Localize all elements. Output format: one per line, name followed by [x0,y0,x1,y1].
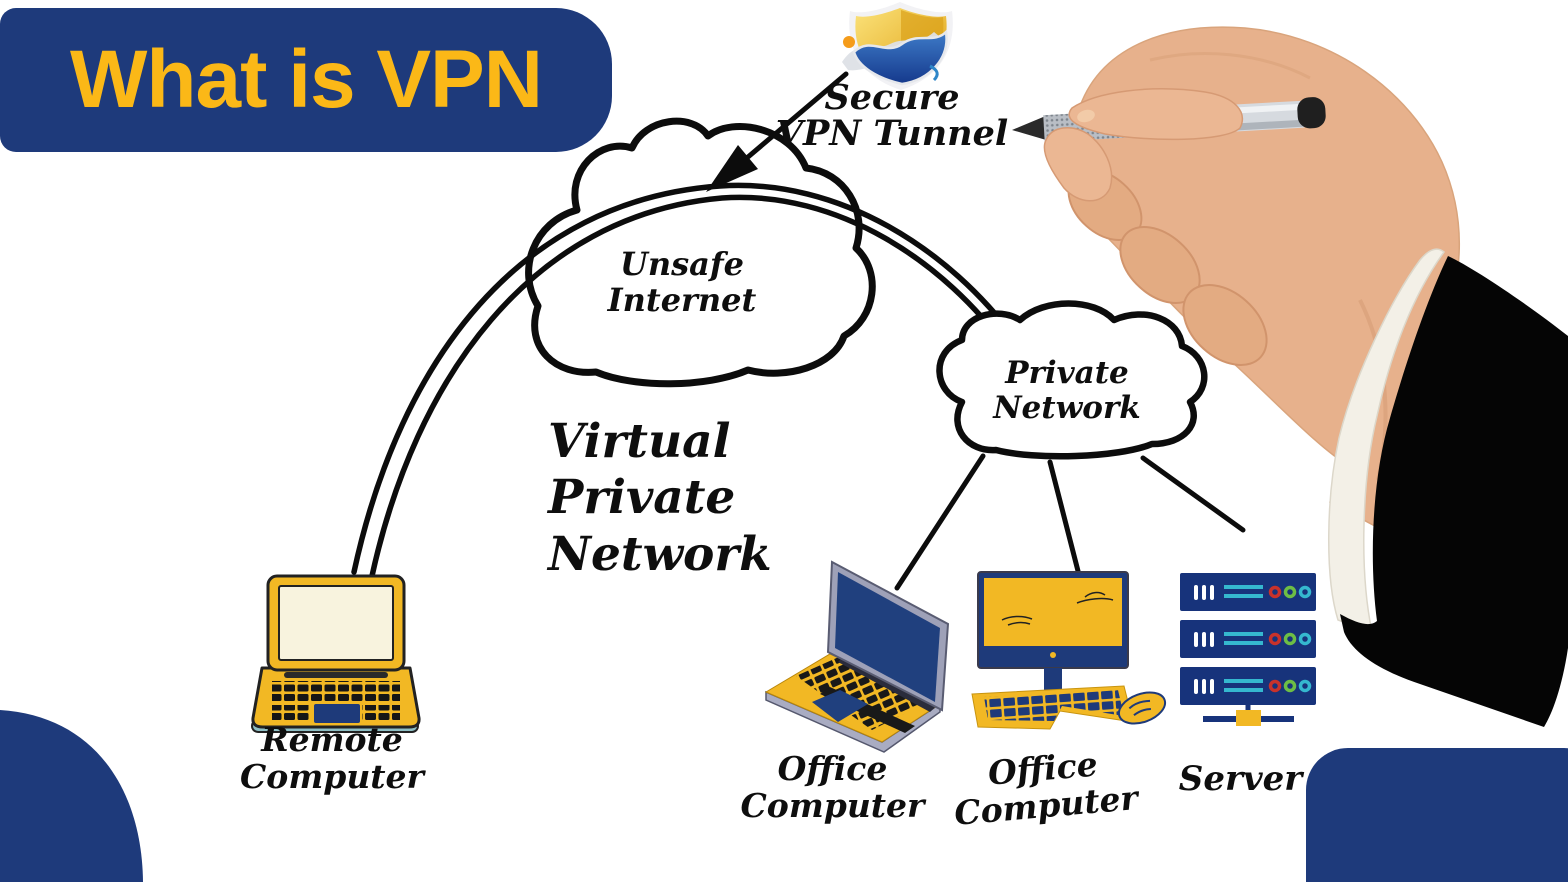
network-connection-lines [894,453,1246,591]
office-laptop-icon [764,560,950,753]
unsafe-internet-label: Unsafe Internet [607,245,757,319]
vpn-tunnel-arc [351,182,1019,579]
server-label: Server [1178,759,1303,799]
private-network-cloud [936,300,1208,460]
mouse-icon [1117,691,1167,725]
remote-computer-label: Remote Computer [240,720,424,796]
shield-logo-icon [842,2,953,90]
corner-shape-bottom-left [0,710,143,882]
title-banner: What is VPN [0,8,612,152]
suit-sleeve [1328,248,1568,727]
private-network-label: Private Network [993,355,1141,426]
office-desktop-icon [971,571,1167,730]
office-computer-laptop-label: Office Computer [740,749,925,825]
shirt-cuff [1328,248,1446,634]
corner-shape-bottom-right [1306,748,1568,882]
virtual-private-network-caption: Virtual Private Network [548,414,772,582]
secure-label-line2: VPN Tunnel [775,112,1009,154]
secure-vpn-tunnel-label: Secure VPN Tunnel [762,80,1022,151]
secure-label-line1: Secure [824,77,960,118]
page-title: What is VPN [70,34,543,125]
server-icon [1180,573,1316,726]
arrow-icon [706,71,849,192]
remote-laptop-icon [251,574,421,733]
